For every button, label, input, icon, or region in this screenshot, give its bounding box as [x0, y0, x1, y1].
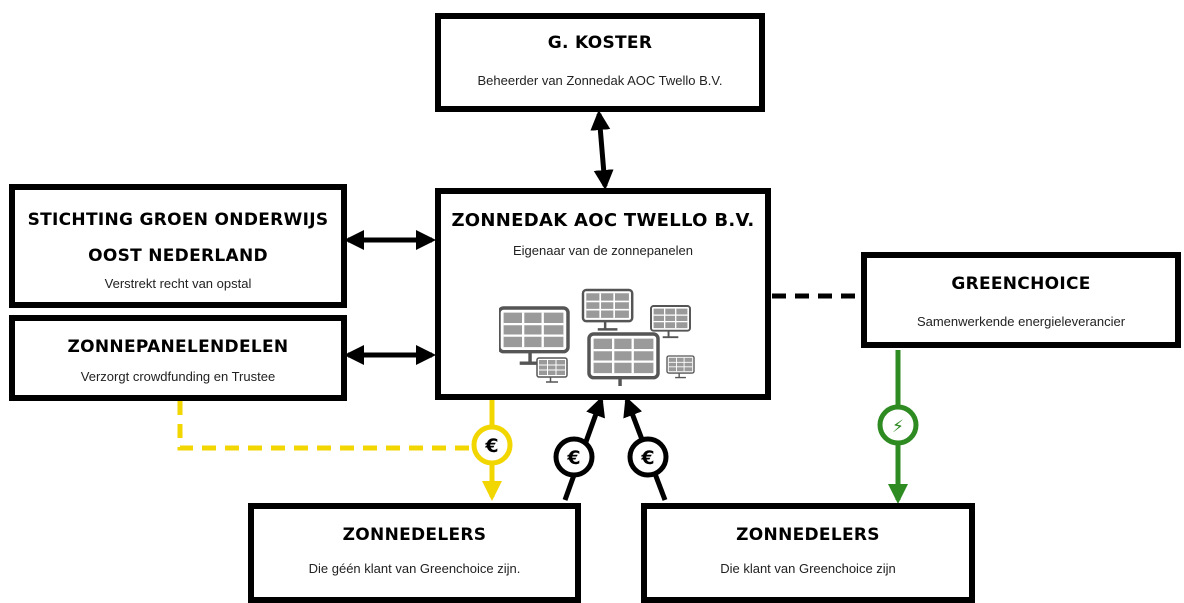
koster-title: G. KOSTER — [547, 33, 653, 53]
panel-icon — [666, 355, 695, 379]
zonnedelers-right-title: ZONNEDELERS — [736, 525, 880, 545]
solar-panels-illustration — [499, 288, 695, 386]
zonnedak-title: ZONNEDAK AOC TWELLO B.V. — [451, 210, 755, 231]
zonnedak-subtitle: Eigenaar van de zonnepanelen — [513, 243, 693, 258]
node-zonnedelers-left: ZONNEDELERS Die géén klant van Greenchoi… — [248, 503, 581, 603]
panel-icon — [587, 332, 660, 386]
panel-icon — [581, 288, 634, 331]
node-stichting: STICHTING GROEN ONDERWIJS OOST NEDERLAND… — [9, 184, 347, 308]
koster-subtitle: Beheerder van Zonnedak AOC Twello B.V. — [477, 73, 723, 88]
zonnedelers-right-subtitle: Die klant van Greenchoice zijn — [720, 561, 896, 576]
greenchoice-subtitle: Samenwerkende energieleverancier — [916, 314, 1126, 329]
panel-icon — [650, 305, 691, 339]
stichting-title-line1: STICHTING GROEN ONDERWIJS — [27, 210, 329, 230]
euro-icon-yellow: € — [471, 424, 513, 466]
svg-text:⚡: ⚡ — [892, 417, 904, 437]
node-greenchoice: GREENCHOICE Samenwerkende energieleveran… — [861, 252, 1181, 348]
node-zonnepanelendelen: ZONNEPANELENDELEN Verzorgt crowdfunding … — [9, 315, 347, 401]
yellow-dashed-line — [177, 401, 474, 451]
connectors: € € € ⚡ — [177, 110, 919, 504]
panel-icon — [536, 357, 568, 383]
euro-icon-black-left: € — [553, 436, 595, 478]
zonnepanelendelen-title: ZONNEPANELENDELEN — [67, 337, 289, 357]
euro-icon-black-right: € — [627, 436, 669, 478]
stichting-subtitle: Verstrekt recht van opstal — [104, 276, 252, 291]
panel-icon — [499, 306, 570, 365]
stichting-title-line2: OOST NEDERLAND — [88, 246, 268, 266]
greenchoice-title: GREENCHOICE — [951, 274, 1091, 294]
svg-text:€: € — [566, 447, 580, 469]
zonnedelers-left-subtitle: Die géén klant van Greenchoice zijn. — [308, 561, 521, 576]
power-icon: ⚡ — [877, 404, 919, 446]
node-zonnedelers-right: ZONNEDELERS Die klant van Greenchoice zi… — [641, 503, 975, 603]
arrow-koster-zonnedak — [590, 110, 614, 190]
svg-text:€: € — [484, 435, 498, 457]
node-zonnedak: ZONNEDAK AOC TWELLO B.V. Eigenaar van de… — [435, 188, 771, 400]
node-koster: G. KOSTER Beheerder van Zonnedak AOC Twe… — [435, 13, 765, 112]
zonnepanelendelen-subtitle: Verzorgt crowdfunding en Trustee — [80, 369, 276, 384]
svg-text:€: € — [640, 447, 654, 469]
zonnedelers-left-title: ZONNEDELERS — [342, 525, 487, 545]
